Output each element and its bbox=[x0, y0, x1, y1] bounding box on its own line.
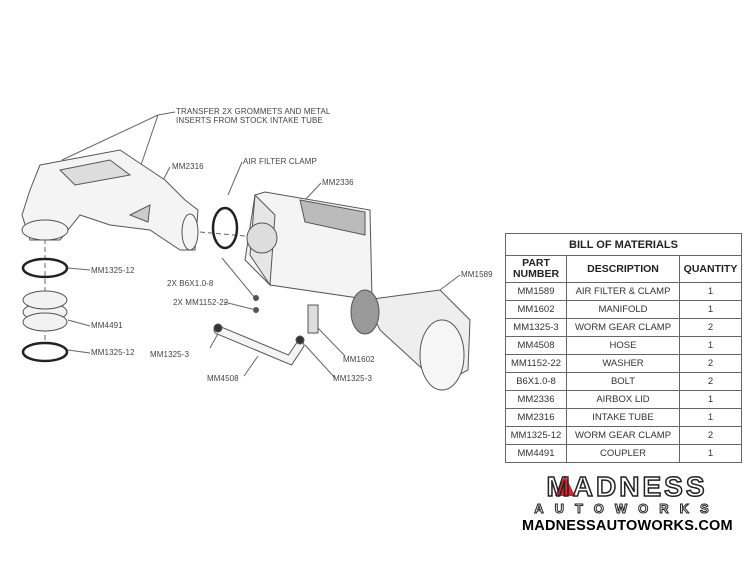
bom-cell-quantity: 1 bbox=[679, 390, 742, 409]
bom-cell-part-number: MM4508 bbox=[505, 336, 567, 355]
bom-cell-part-number: MM1589 bbox=[505, 282, 567, 301]
bom-cell-quantity: 2 bbox=[679, 372, 742, 391]
bom-cell-description: WORM GEAR CLAMP bbox=[566, 318, 680, 337]
bom-cell-quantity: 2 bbox=[679, 318, 742, 337]
label-mm1325-12-bottom: MM1325-12 bbox=[91, 348, 135, 357]
airbox-mm2336 bbox=[244, 191, 373, 301]
bom-cell-part-number: MM4491 bbox=[505, 444, 567, 463]
bom-cell-quantity: 2 bbox=[679, 426, 742, 445]
bom-cell-description: WASHER bbox=[566, 354, 680, 373]
coupler-mm4491 bbox=[22, 290, 68, 332]
bom-cell-description: BOLT bbox=[566, 372, 680, 391]
washer bbox=[253, 307, 259, 313]
label-mm2316: MM2316 bbox=[172, 162, 204, 171]
label-air-filter-clamp: AIR FILTER CLAMP bbox=[243, 157, 317, 166]
clamp-mm1325-12-top bbox=[21, 257, 69, 279]
label-mm1325-12-top: MM1325-12 bbox=[91, 266, 135, 275]
bom-header-description: DESCRIPTION bbox=[566, 255, 680, 283]
bom-cell-quantity: 1 bbox=[679, 444, 742, 463]
label-mm1325-3-left: MM1325-3 bbox=[150, 350, 190, 359]
bom-header-part-number: PART NUMBER bbox=[505, 255, 567, 283]
madness-autoworks-logo: MADNESS AUTOWORKS bbox=[534, 470, 719, 515]
label-mm4491: MM4491 bbox=[91, 321, 123, 330]
bom-header-quantity: QUANTITY bbox=[679, 255, 742, 283]
label-mm1325-3-right: MM1325-3 bbox=[333, 374, 373, 383]
bom-cell-description: MANIFOLD bbox=[566, 300, 680, 319]
website-url[interactable]: MADNESSAUTOWORKS.COM bbox=[522, 518, 733, 534]
bom-cell-quantity: 1 bbox=[679, 300, 742, 319]
bolt bbox=[253, 295, 259, 301]
bom-cell-part-number: MM1152-22 bbox=[505, 354, 567, 373]
bom-cell-quantity: 1 bbox=[679, 282, 742, 301]
logo-line2: AUTOWORKS bbox=[534, 501, 719, 515]
bom-cell-description: AIRBOX LID bbox=[566, 390, 680, 409]
bom-cell-description: HOSE bbox=[566, 336, 680, 355]
bom-cell-quantity: 1 bbox=[679, 408, 742, 427]
bom-cell-description: INTAKE TUBE bbox=[566, 408, 680, 427]
bom-cell-description: COUPLER bbox=[566, 444, 680, 463]
transfer-note-line2: INSERTS FROM STOCK INTAKE TUBE bbox=[176, 116, 323, 125]
bom-cell-part-number: MM2336 bbox=[505, 390, 567, 409]
clamp-mm1325-3-left bbox=[213, 323, 223, 333]
bom-cell-quantity: 1 bbox=[679, 336, 742, 355]
logo-red-triangle bbox=[555, 475, 575, 496]
label-mm2336: MM2336 bbox=[322, 178, 354, 187]
logo-line1: MADNESS bbox=[546, 471, 707, 502]
clamp-mm1325-3-right bbox=[295, 335, 305, 345]
bom-cell-part-number: B6X1.0-8 bbox=[505, 372, 567, 391]
bom-cell-quantity: 2 bbox=[679, 354, 742, 373]
bom-cell-part-number: MM2316 bbox=[505, 408, 567, 427]
intake-tube-mm2316 bbox=[21, 149, 199, 251]
bom-cell-description: AIR FILTER & CLAMP bbox=[566, 282, 680, 301]
label-mm4508: MM4508 bbox=[207, 374, 239, 383]
bom-title: BILL OF MATERIALS bbox=[505, 233, 742, 256]
manifold-mm1602 bbox=[307, 304, 319, 334]
air-filter-clamp bbox=[211, 206, 239, 250]
bom-cell-description: WORM GEAR CLAMP bbox=[566, 426, 680, 445]
transfer-note-line1: TRANSFER 2X GROMMETS AND METAL bbox=[176, 107, 331, 116]
label-bolt: 2X B6X1.0-8 bbox=[167, 279, 214, 288]
label-mm1589: MM1589 bbox=[461, 270, 493, 279]
bom-cell-part-number: MM1325-12 bbox=[505, 426, 567, 445]
bom-cell-part-number: MM1325-3 bbox=[505, 318, 567, 337]
label-washer: 2X MM1152-22 bbox=[173, 298, 229, 307]
bill-of-materials-table: BILL OF MATERIALS PART NUMBER DESCRIPTIO… bbox=[505, 233, 742, 463]
air-filter-mm1589 bbox=[350, 289, 471, 391]
clamp-mm1325-12-bottom bbox=[21, 341, 69, 363]
label-mm1602: MM1602 bbox=[343, 355, 375, 364]
bom-cell-part-number: MM1602 bbox=[505, 300, 567, 319]
